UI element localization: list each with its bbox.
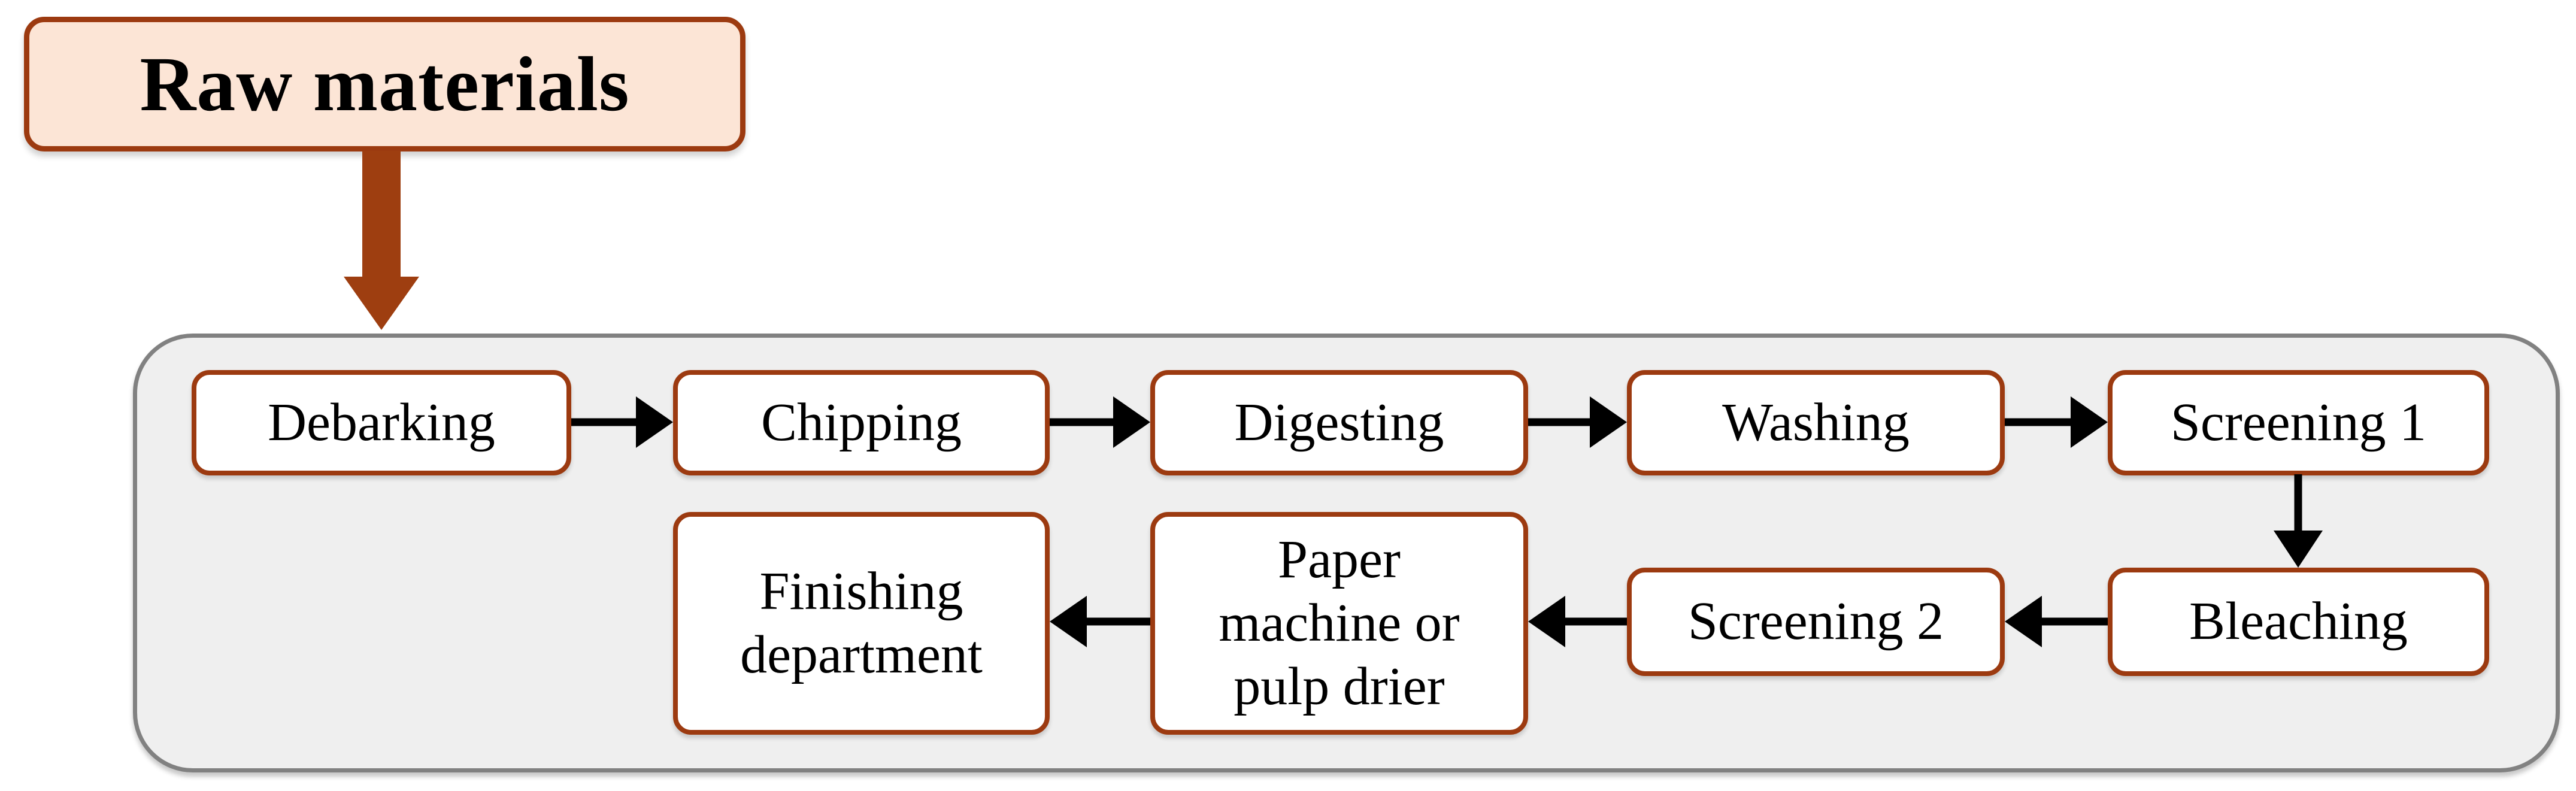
node-paper-machine-or-pulp-drier: Paper machine or pulp drier: [1150, 512, 1528, 735]
arrow-paper-machine-to-finishing: [1050, 596, 1150, 647]
node-screening-2: Screening 2: [1627, 568, 2005, 676]
node-bleaching: Bleaching: [2108, 568, 2489, 676]
node-washing: Washing: [1627, 370, 2005, 475]
node-raw-materials: Raw materials: [24, 17, 745, 151]
node-debarking: Debarking: [192, 370, 571, 475]
arrow-bleaching-to-screening-2: [2005, 596, 2108, 647]
node-screening-1: Screening 1: [2108, 370, 2489, 475]
arrow-screening-2-to-paper-machine: [1528, 596, 1627, 647]
down-arrow-raw-to-container: [344, 151, 419, 330]
arrow-digesting-to-washing: [1528, 396, 1627, 448]
arrow-screening-1-to-bleaching: [2274, 474, 2323, 568]
arrow-chipping-to-digesting: [1050, 396, 1150, 448]
arrow-debarking-to-chipping: [571, 396, 673, 448]
node-finishing-department: Finishing department: [673, 512, 1050, 735]
node-chipping: Chipping: [673, 370, 1050, 475]
node-digesting: Digesting: [1150, 370, 1528, 475]
arrow-washing-to-screening-1: [2005, 396, 2108, 448]
